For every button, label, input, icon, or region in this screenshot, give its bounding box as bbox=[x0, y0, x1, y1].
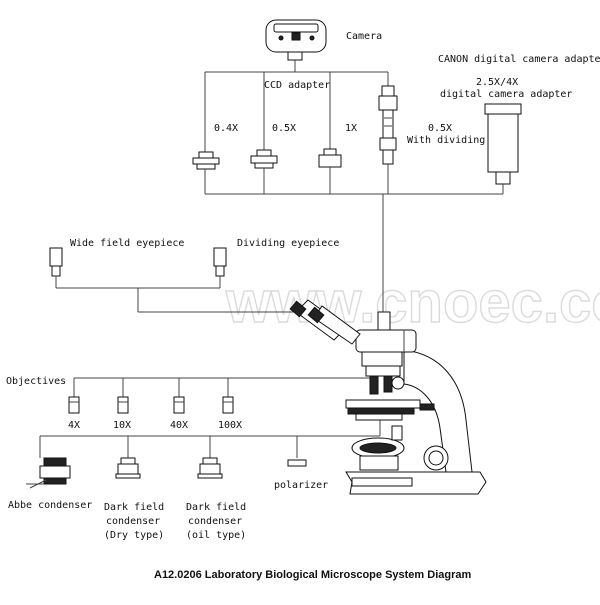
adapter-0-5x-dividing-illustration bbox=[378, 85, 398, 165]
abbe-condenser-illustration bbox=[26, 457, 71, 489]
dark-field-oil-label-2: condenser bbox=[188, 516, 242, 527]
with-dividing-label: With dividing bbox=[407, 135, 485, 146]
dark-field-dry-condenser-illustration bbox=[115, 457, 141, 479]
dark-field-oil-condenser-illustration bbox=[197, 457, 223, 479]
dividing-eyepiece-label: Dividing eyepiece bbox=[237, 238, 339, 249]
objective-4x-label: 4X bbox=[68, 420, 80, 431]
digital-adapter-label-line1: 2.5X/4X bbox=[476, 77, 518, 88]
objective-40x-label: 40X bbox=[170, 420, 188, 431]
digital-camera-adapter-illustration bbox=[484, 103, 522, 185]
adapter-0-5x-illustration bbox=[250, 149, 278, 169]
dark-field-oil-label-3: (oil type) bbox=[186, 530, 246, 541]
diagram-caption: A12.0206 Laboratory Biological Microscop… bbox=[154, 569, 472, 581]
adapter-1x-label: 1X bbox=[345, 123, 357, 134]
abbe-condenser-label: Abbe condenser bbox=[8, 500, 92, 511]
adapter-0-5x-label: 0.5X bbox=[272, 123, 296, 134]
camera-illustration bbox=[265, 19, 327, 61]
objective-4x-illustration bbox=[68, 396, 80, 414]
dark-field-dry-label-3: (Dry type) bbox=[104, 530, 164, 541]
camera-label: Camera bbox=[346, 31, 382, 42]
objective-100x-label: 100X bbox=[218, 420, 242, 431]
dark-field-dry-label-1: Dark field bbox=[104, 502, 164, 513]
polarizer-label: polarizer bbox=[274, 480, 328, 491]
dark-field-dry-label-2: condenser bbox=[106, 516, 160, 527]
ccd-adapter-label: CCD adapter bbox=[264, 80, 330, 91]
objective-10x-illustration bbox=[117, 396, 129, 414]
objective-10x-label: 10X bbox=[113, 420, 131, 431]
canon-adapter-label: CANON digital camera adapter bbox=[438, 54, 600, 65]
adapter-0-4x-label: 0.4X bbox=[214, 123, 238, 134]
dark-field-oil-label-1: Dark field bbox=[186, 502, 246, 513]
objective-40x-illustration bbox=[173, 396, 185, 414]
objective-100x-illustration bbox=[222, 396, 234, 414]
digital-adapter-label-line2: digital camera adapter bbox=[440, 89, 572, 100]
adapter-0-5x-dividing-label: 0.5X bbox=[428, 123, 452, 134]
adapter-0-4x-illustration bbox=[192, 151, 220, 170]
microscope-illustration bbox=[289, 299, 487, 495]
polarizer-illustration bbox=[287, 459, 307, 467]
wide-field-eyepiece-label: Wide field eyepiece bbox=[70, 238, 184, 249]
watermark: www.cnoec.com bbox=[225, 270, 600, 335]
dividing-eyepiece-illustration bbox=[213, 247, 227, 277]
objectives-label: Objectives bbox=[6, 376, 66, 387]
wide-field-eyepiece-illustration bbox=[49, 247, 63, 277]
adapter-1x-illustration bbox=[318, 148, 342, 168]
